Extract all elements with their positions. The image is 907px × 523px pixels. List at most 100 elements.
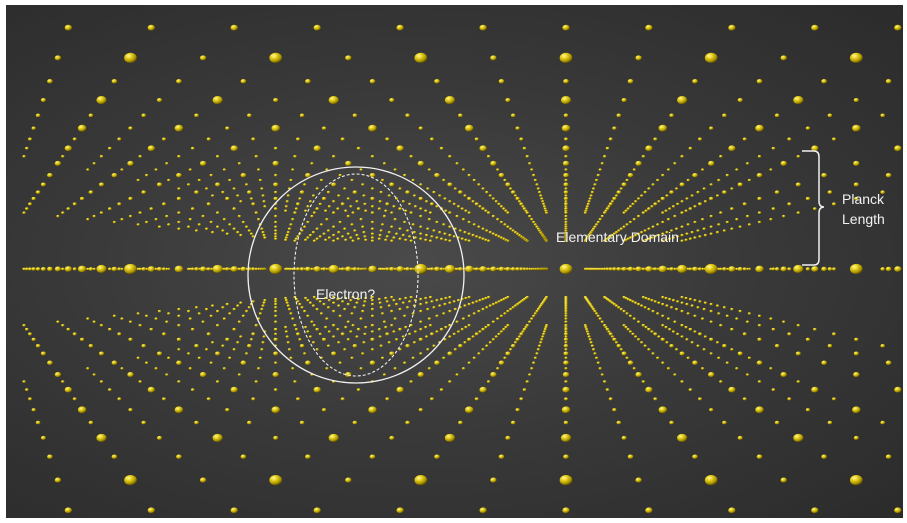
lattice-sphere [138, 155, 142, 158]
lattice-sphere [47, 79, 53, 84]
lattice-sphere [336, 207, 340, 210]
lattice-sphere [585, 205, 590, 208]
lattice-sphere [294, 328, 298, 331]
lattice-sphere [418, 126, 423, 130]
lattice-sphere [467, 232, 471, 236]
lattice-sphere [300, 306, 304, 309]
lattice-sphere [157, 309, 162, 313]
lattice-sphere [621, 98, 627, 103]
lattice-sphere [199, 477, 207, 483]
lattice-sphere [562, 160, 570, 166]
lattice-sphere [285, 301, 289, 305]
lattice-sphere [684, 296, 688, 300]
lattice-sphere [312, 239, 316, 243]
lattice-sphere [510, 343, 516, 348]
lattice-sphere [370, 196, 375, 201]
lattice-sphere [298, 302, 302, 306]
lattice-sphere [880, 113, 886, 118]
lattice-sphere [479, 386, 487, 393]
lattice-sphere [346, 320, 350, 324]
lattice-sphere [398, 327, 402, 331]
lattice-sphere [346, 338, 350, 341]
lattice-sphere [47, 360, 53, 366]
lattice-scene [22, 24, 902, 514]
lattice-sphere [236, 304, 240, 307]
lattice-sphere [345, 160, 352, 166]
lattice-sphere [31, 337, 36, 342]
lattice-sphere [616, 113, 622, 118]
lattice-sphere [382, 320, 387, 324]
lattice-sphere [337, 194, 341, 197]
lattice-sphere [696, 344, 700, 348]
lattice-sphere [369, 172, 376, 178]
lattice-sphere [111, 266, 118, 272]
lattice-sphere [536, 307, 541, 311]
lattice-sphere [432, 229, 436, 232]
lattice-sphere [239, 233, 243, 237]
lattice-sphere [488, 341, 492, 344]
lattice-sphere [735, 267, 739, 271]
lattice-sphere [254, 323, 258, 327]
lattice-sphere [305, 172, 311, 178]
lattice-sphere [364, 209, 368, 213]
lattice-sphere [249, 197, 254, 200]
lattice-sphere [510, 190, 516, 195]
lattice-sphere [757, 314, 762, 318]
lattice-sphere [782, 320, 786, 324]
lattice-sphere [559, 52, 573, 63]
lattice-sphere [488, 304, 492, 307]
lattice-sphere [832, 202, 836, 206]
lattice-sphere [811, 266, 819, 272]
lattice-sphere [361, 309, 365, 313]
lattice-sphere [849, 263, 863, 275]
lattice-sphere [564, 229, 568, 232]
lattice-sphere [438, 304, 442, 307]
lattice-sphere [346, 302, 350, 306]
lattice-sphere [688, 267, 693, 271]
lattice-sphere [237, 320, 241, 324]
lattice-sphere [232, 207, 237, 211]
lattice-sphere [666, 267, 671, 271]
lattice-sphere [444, 209, 448, 213]
lattice-sphere [136, 178, 140, 182]
lattice-sphere [442, 312, 446, 315]
lattice-sphere [484, 209, 488, 213]
lattice-sphere [664, 296, 668, 300]
lattice-sphere [230, 24, 238, 31]
lattice-sphere [154, 317, 158, 320]
lattice-sphere [490, 477, 497, 483]
electron-circle-outer [247, 166, 465, 384]
lattice-sphere [92, 373, 96, 376]
lattice-sphere [564, 317, 568, 320]
lattice-sphere [318, 235, 322, 238]
lattice-sphere [641, 295, 646, 299]
lattice-sphere [631, 202, 635, 206]
lattice-sphere [128, 337, 133, 342]
lattice-sphere [541, 335, 545, 338]
lattice-sphere [474, 202, 479, 206]
lattice-sphere [641, 323, 646, 327]
lattice-sphere [393, 317, 397, 320]
lattice-sphere [805, 196, 811, 201]
diagram-frame: Electron? Elementary Domain Planck Lengt… [6, 5, 903, 518]
lattice-sphere [827, 267, 833, 271]
lattice-sphere [827, 343, 833, 348]
lattice-sphere [637, 214, 641, 218]
lattice-sphere [271, 124, 280, 132]
lattice-sphere [430, 397, 434, 401]
lattice-sphere [460, 328, 464, 331]
lattice-sphere [225, 337, 230, 342]
lattice-sphere [291, 367, 295, 370]
lattice-sphere [24, 267, 29, 271]
lattice-sphere [356, 146, 361, 150]
lattice-sphere [385, 300, 389, 303]
lattice-sphere [444, 325, 448, 329]
lattice-sphere [452, 332, 456, 336]
lattice-sphere [194, 190, 199, 195]
lattice-sphere [344, 325, 348, 329]
lattice-sphere [419, 232, 423, 236]
lattice-sphere [145, 314, 149, 318]
lattice-sphere [510, 420, 516, 425]
lattice-sphere [404, 209, 408, 213]
lattice-sphere [384, 209, 388, 213]
